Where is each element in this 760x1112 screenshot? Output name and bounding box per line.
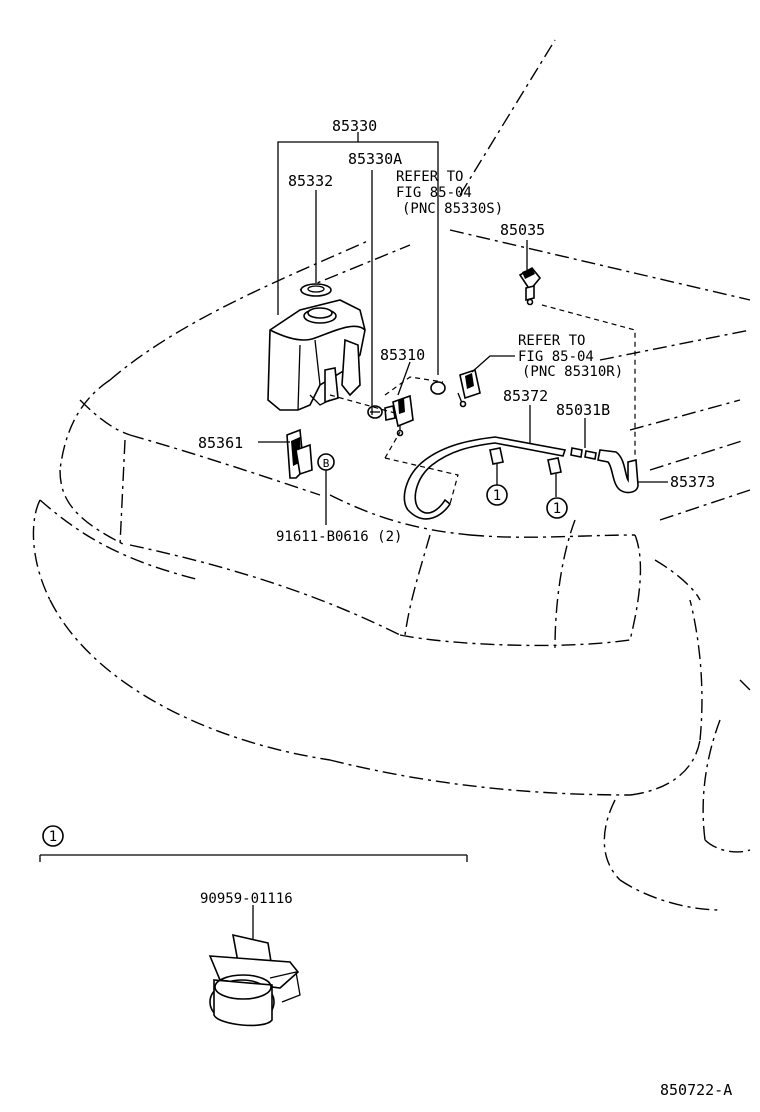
washer-tank bbox=[267, 299, 366, 411]
connection-lines bbox=[329, 304, 636, 505]
label-85330a: 85330A bbox=[348, 150, 402, 168]
callout-one-section-text: 1 bbox=[49, 829, 57, 845]
washer-nozzle bbox=[518, 266, 542, 306]
hose-joint bbox=[570, 447, 597, 460]
label-85361: 85361 bbox=[198, 434, 243, 452]
label-85373: 85373 bbox=[670, 473, 715, 491]
callout-one-a-text: 1 bbox=[493, 488, 501, 504]
label-refer-motor-1: REFER TO bbox=[518, 333, 585, 349]
label-85031b: 85031B bbox=[556, 401, 610, 419]
callout-one-b bbox=[546, 497, 568, 519]
hose-end bbox=[597, 449, 639, 494]
tank-cap bbox=[300, 283, 332, 297]
part-labels: 85330 85330A 85332 REFER TO FIG 85-04 (P… bbox=[198, 117, 732, 1099]
hose-clamp bbox=[208, 933, 301, 1027]
label-85035: 85035 bbox=[500, 221, 545, 239]
label-refer-motor-3: (PNC 85310R) bbox=[522, 364, 623, 380]
callout-markers: 1 1 B 1 bbox=[42, 453, 568, 847]
callout-b-text: B bbox=[323, 457, 330, 470]
label-refer-motor-2: FIG 85-04 bbox=[518, 349, 594, 365]
washer-motor-ref bbox=[457, 368, 481, 408]
label-refer-pump-1: REFER TO bbox=[396, 169, 463, 185]
callout-one-section bbox=[42, 825, 64, 847]
washer-hose bbox=[403, 436, 567, 520]
callout-b bbox=[317, 453, 335, 471]
callout-one-b-text: 1 bbox=[553, 501, 561, 517]
label-85310: 85310 bbox=[380, 346, 425, 364]
label-refer-pump-2: FIG 85-04 bbox=[396, 185, 472, 201]
tank-bracket bbox=[286, 428, 313, 479]
label-85330: 85330 bbox=[332, 117, 377, 135]
label-91611: 91611-B0616 (2) bbox=[276, 529, 402, 545]
label-85332: 85332 bbox=[288, 172, 333, 190]
hose-clips bbox=[489, 447, 562, 497]
washer-pump bbox=[384, 394, 414, 437]
callout-one-a bbox=[486, 484, 508, 506]
label-refer-pump-3: (PNC 85330S) bbox=[402, 201, 503, 217]
label-90959: 90959-01116 bbox=[200, 891, 293, 907]
label-85372: 85372 bbox=[503, 387, 548, 405]
figure-id: 850722-A bbox=[660, 1081, 732, 1099]
car-body-outline bbox=[32, 39, 751, 911]
leader-lines bbox=[39, 132, 668, 940]
